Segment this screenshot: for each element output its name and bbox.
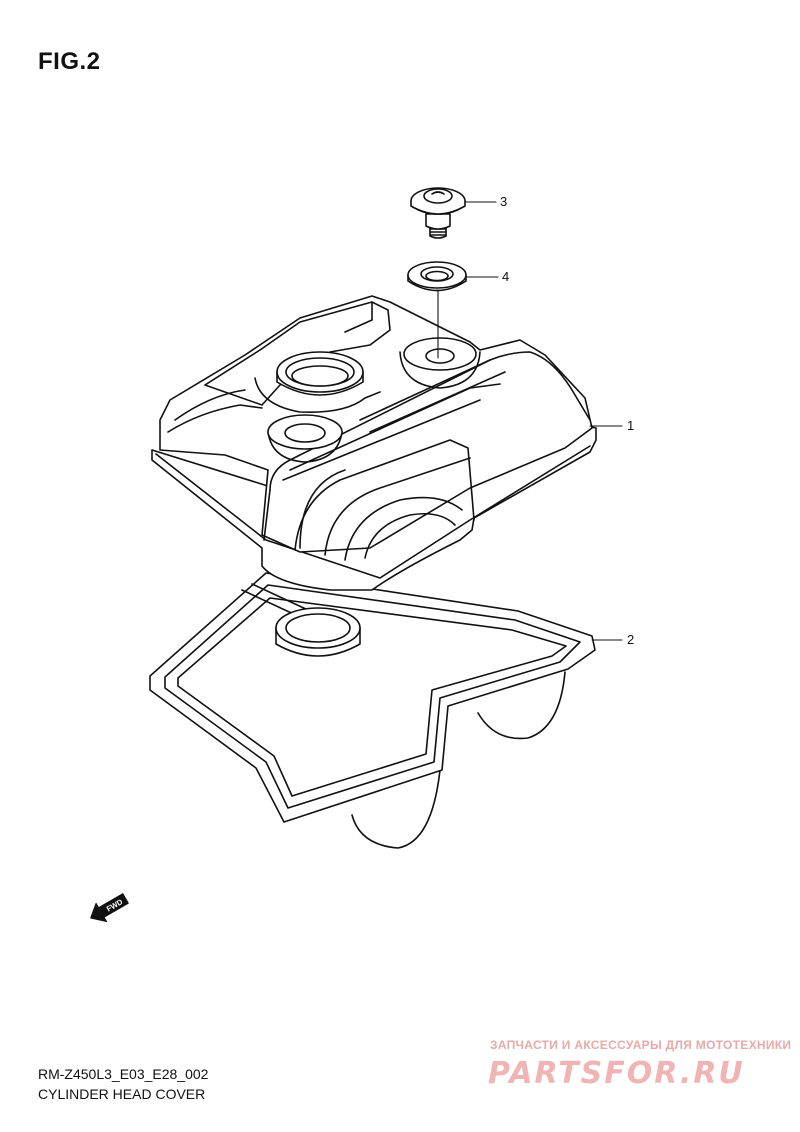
- figure-title: FIG.2: [38, 48, 101, 75]
- washer-part: [407, 261, 467, 292]
- cylinder-head-cover-part: [151, 295, 597, 591]
- callout-4: 4: [502, 269, 510, 284]
- callout-3: 3: [500, 194, 508, 209]
- bolt-part: [410, 187, 466, 239]
- diagram-code: RM-Z450L3_E03_E28_002: [38, 1066, 209, 1082]
- leader-lines: [437, 201, 623, 641]
- callout-1: 1: [627, 418, 635, 433]
- gasket-part: [149, 572, 596, 849]
- callout-2: 2: [627, 632, 635, 647]
- watermark-logo: PARTSFOR.RU: [488, 1056, 745, 1091]
- watermark-tagline: ЗАПЧАСТИ И АКСЕССУАРЫ ДЛЯ МОТОТЕХНИКИ: [490, 1038, 792, 1052]
- fwd-arrow-icon: FWD: [90, 893, 129, 923]
- diagram-name: CYLINDER HEAD COVER: [38, 1086, 206, 1102]
